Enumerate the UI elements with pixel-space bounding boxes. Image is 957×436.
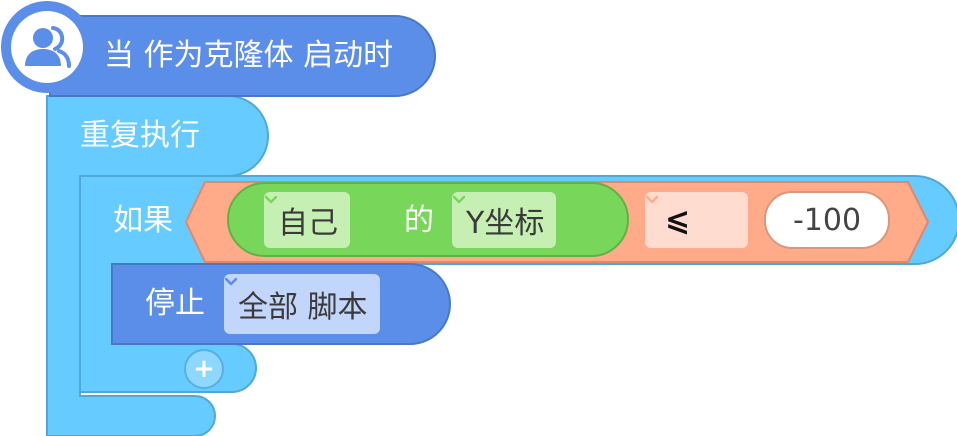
if-block-label: 如果	[113, 203, 173, 238]
add-button-label[interactable]: +	[193, 354, 215, 384]
hat-block-shape[interactable]	[49, 15, 436, 97]
stop-option-dropdown[interactable]: 全部 脚本	[224, 274, 380, 334]
sensing-property-value: Y坐标	[466, 206, 545, 241]
sensing-object-value: 自己	[278, 206, 338, 241]
chevron-down-icon	[645, 195, 659, 204]
forever-block-label: 重复执行	[80, 118, 200, 153]
sensing-connector-label: 的	[404, 203, 434, 238]
chevron-down-icon	[264, 195, 278, 204]
operator-value: ⩽	[665, 202, 691, 238]
hat-block-label: 当 作为克隆体 启动时	[104, 38, 394, 73]
chevron-down-icon	[224, 277, 238, 286]
operator-dropdown[interactable]: ⩽	[645, 192, 748, 248]
chevron-down-icon	[452, 195, 466, 204]
stop-option-value: 全部 脚本	[238, 290, 368, 325]
sensing-property-dropdown[interactable]: Y坐标	[452, 192, 557, 248]
comparison-value-text: -100	[792, 202, 862, 238]
comparison-value-input[interactable]: -100	[764, 191, 890, 249]
stop-block-label: 停止	[145, 286, 205, 321]
clone-users-icon	[25, 26, 71, 68]
sensing-object-dropdown[interactable]: 自己	[264, 192, 350, 248]
add-button-circle[interactable]	[184, 349, 224, 389]
